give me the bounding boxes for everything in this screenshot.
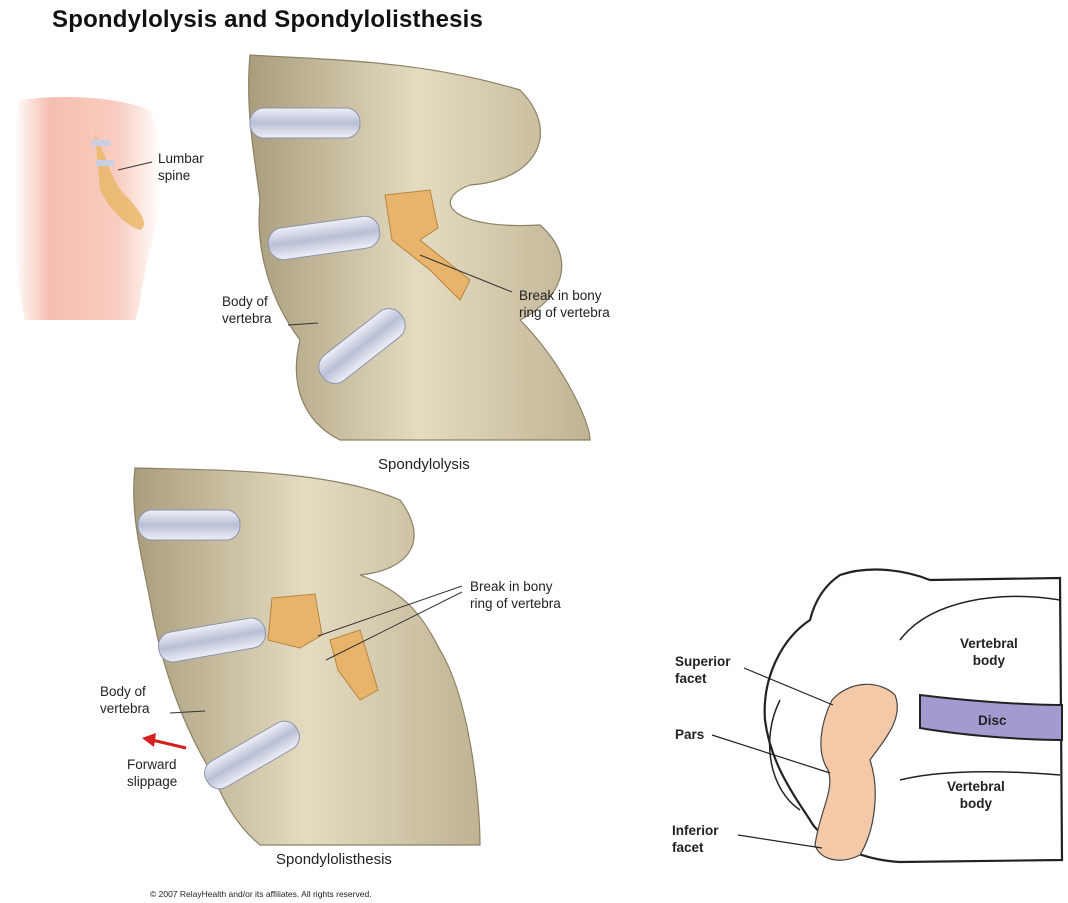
spondylolysis-caption: Spondylolysis — [378, 456, 470, 473]
facet-diagram — [712, 570, 1062, 862]
lumbar-spine-label: Lumbar spine — [158, 150, 204, 184]
spondylolisthesis-caption: Spondylolisthesis — [276, 851, 392, 868]
upper-body-of-vertebra-label: Body of vertebra — [222, 293, 272, 327]
forward-slippage-arrow — [142, 733, 186, 748]
torso-illustration — [14, 97, 162, 320]
spondylolysis-illustration — [249, 55, 590, 440]
lower-break-label: Break in bony ring of vertebra — [470, 578, 561, 612]
pars-label: Pars — [675, 726, 704, 743]
vertebral-body-top-label: Vertebral body — [960, 635, 1018, 669]
lower-body-of-vertebra-label: Body of vertebra — [100, 683, 150, 717]
fracture-mark-upper — [268, 594, 322, 648]
inferior-facet-label: Inferior facet — [672, 822, 719, 856]
page-title: Spondylolysis and Spondylolisthesis — [52, 6, 483, 34]
forward-slippage-label: Forward slippage — [127, 756, 177, 790]
copyright-notice: © 2007 RelayHealth and/or its affiliates… — [150, 889, 372, 899]
spondylolisthesis-illustration — [134, 468, 480, 845]
vertebral-body-bottom-label: Vertebral body — [947, 778, 1005, 812]
disc-label: Disc — [978, 712, 1007, 729]
superior-facet-label: Superior facet — [675, 653, 731, 687]
upper-break-label: Break in bony ring of vertebra — [519, 287, 610, 321]
